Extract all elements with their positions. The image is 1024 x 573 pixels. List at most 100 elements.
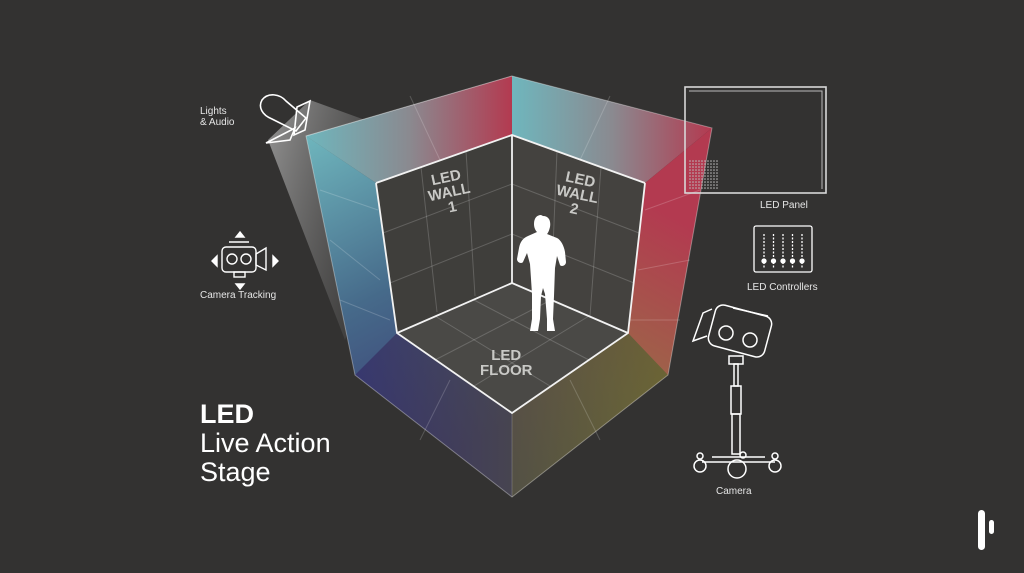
led-dot — [707, 172, 709, 174]
led-dot — [701, 178, 703, 180]
led-dot — [689, 169, 691, 171]
led-controllers-label: LED Controllers — [747, 282, 818, 293]
lights-audio-label: Lights & Audio — [200, 106, 234, 128]
led-dot — [713, 178, 715, 180]
led-dot — [692, 175, 694, 177]
gradient-frame — [170, 65, 848, 509]
led-dot — [716, 178, 718, 180]
camera-tracking-label: Camera Tracking — [200, 290, 277, 301]
floor-line1: LED — [491, 347, 522, 364]
led-dot — [695, 172, 697, 174]
led-dot — [692, 166, 694, 168]
led-dot — [713, 175, 715, 177]
led-dot — [710, 184, 712, 186]
slider-knob — [799, 258, 805, 264]
led-dot — [701, 184, 703, 186]
led-dot — [689, 175, 691, 177]
led-dot — [701, 181, 703, 183]
led-dot — [695, 184, 697, 186]
spotlight-icon — [259, 94, 312, 144]
led-dot — [713, 166, 715, 168]
led-dot — [707, 181, 709, 183]
led-dot — [692, 178, 694, 180]
led-dot — [692, 187, 694, 189]
led-dot — [710, 175, 712, 177]
led-dot — [701, 160, 703, 162]
led-dot — [713, 172, 715, 174]
led-dot — [704, 166, 706, 168]
led-dot — [716, 163, 718, 165]
led-wall-1 — [376, 135, 512, 333]
led-dot — [713, 184, 715, 186]
led-dot — [698, 184, 700, 186]
led-dot — [689, 181, 691, 183]
led-floor-label: LED FLOOR — [480, 348, 533, 378]
led-dot — [704, 181, 706, 183]
led-dot — [695, 187, 697, 189]
led-dot — [692, 181, 694, 183]
led-dot — [704, 160, 706, 162]
led-dot — [707, 160, 709, 162]
slider-knob — [780, 258, 786, 264]
led-dot — [716, 160, 718, 162]
led-dot — [692, 163, 694, 165]
slider-knob — [770, 258, 777, 264]
led-dot — [689, 187, 691, 189]
led-dot — [689, 172, 691, 174]
led-dot — [701, 172, 703, 174]
led-panel-icon — [684, 86, 827, 194]
led-dot — [710, 163, 712, 165]
led-dot — [704, 163, 706, 165]
led-floor — [397, 283, 628, 413]
led-dot — [716, 175, 718, 177]
title-line-3: Stage — [200, 457, 271, 487]
led-dot — [713, 181, 715, 183]
stage-title: LED Live Action Stage — [200, 400, 331, 487]
led-dot — [692, 169, 694, 171]
led-dot — [707, 163, 709, 165]
led-dot — [713, 169, 715, 171]
led-dot — [695, 178, 697, 180]
led-dot — [710, 172, 712, 174]
led-dot — [692, 172, 694, 174]
led-dot — [701, 166, 703, 168]
led-dot — [704, 172, 706, 174]
led-dot — [710, 166, 712, 168]
led-dot — [710, 178, 712, 180]
led-wall-1-label: LED WALL 1 — [424, 166, 475, 219]
led-panel-label: LED Panel — [760, 200, 808, 211]
title-line-2: Live Action — [200, 428, 331, 458]
led-dot — [710, 160, 712, 162]
led-dot — [689, 178, 691, 180]
led-stage-cube — [305, 75, 713, 498]
led-dot — [695, 169, 697, 171]
led-dot — [707, 184, 709, 186]
led-dot — [713, 187, 715, 189]
brand-logo — [978, 510, 994, 550]
led-dot — [698, 166, 700, 168]
title-line-1: LED — [200, 399, 254, 429]
led-dot — [704, 187, 706, 189]
led-dot — [698, 181, 700, 183]
led-dot — [698, 169, 700, 171]
led-dot — [713, 163, 715, 165]
camera-tracking-icon — [211, 230, 279, 291]
led-dot — [710, 169, 712, 171]
led-dot — [698, 187, 700, 189]
slider-knob — [761, 258, 767, 264]
led-dot — [695, 163, 697, 165]
led-dot — [689, 166, 691, 168]
led-dot — [710, 181, 712, 183]
led-dot — [704, 169, 706, 171]
led-dot — [716, 169, 718, 171]
led-dot — [716, 187, 718, 189]
slider-knob — [789, 258, 796, 264]
led-dot — [698, 172, 700, 174]
led-dot — [695, 160, 697, 162]
led-dot — [707, 178, 709, 180]
led-dot — [716, 172, 718, 174]
led-dot — [704, 175, 706, 177]
led-dot — [704, 178, 706, 180]
led-dot — [692, 160, 694, 162]
